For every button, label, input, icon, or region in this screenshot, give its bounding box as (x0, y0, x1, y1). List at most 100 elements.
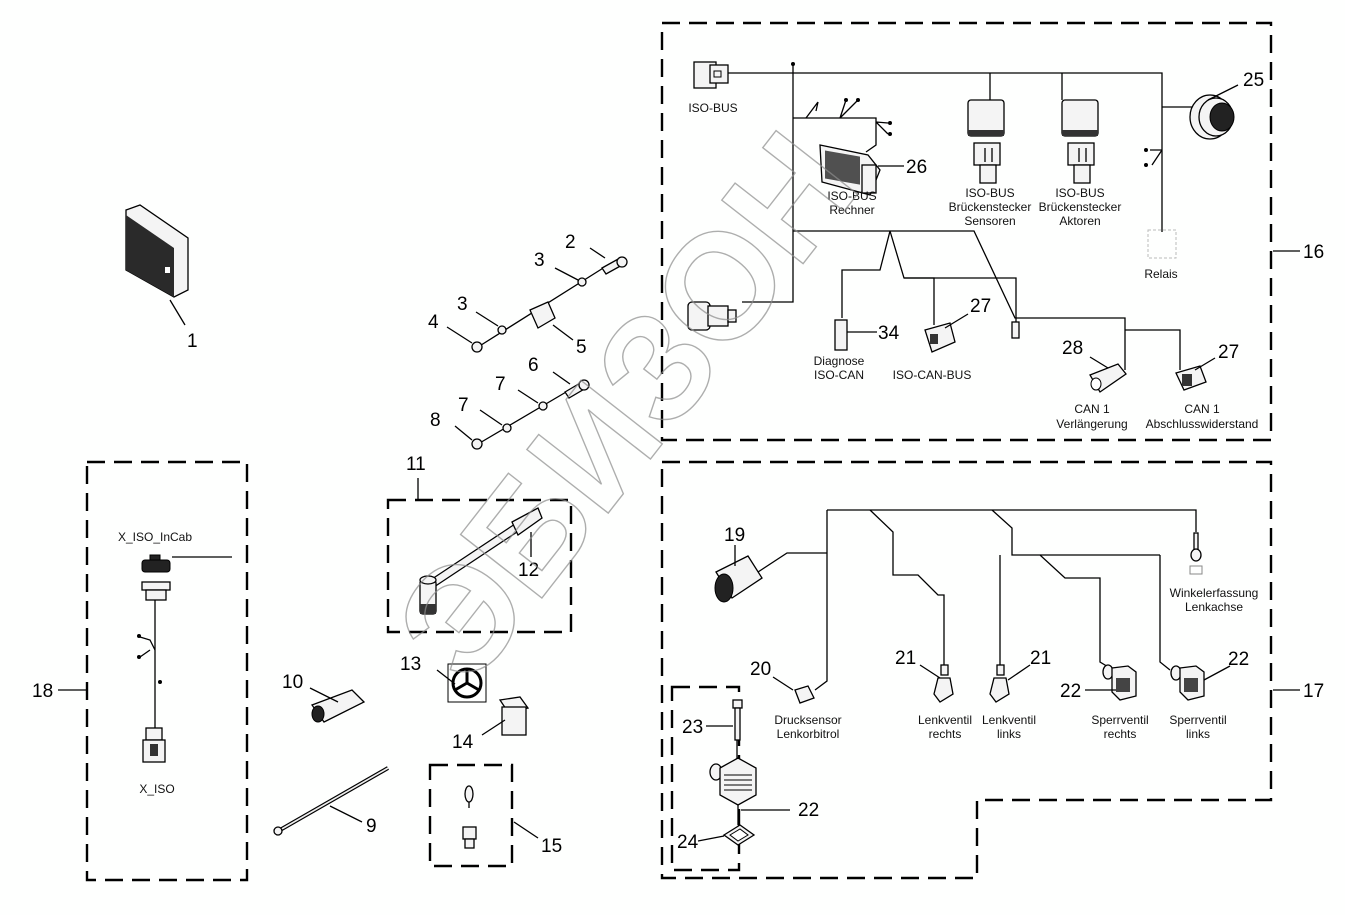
lock-valve-left-label-2: links (1186, 727, 1210, 741)
isobus-wiring (728, 62, 1195, 370)
bridge-sensors-label-3: Sensoren (964, 214, 1015, 228)
plug-connector-icon (310, 689, 366, 723)
mounting-hardware-2 (471, 379, 590, 450)
callout-7-a: 7 (495, 374, 506, 395)
callout-7-b: 7 (458, 395, 469, 416)
group-box-16 (660, 21, 1273, 442)
group-box-15 (428, 763, 514, 868)
callout-28: 28 (1062, 338, 1083, 359)
callout-8: 8 (430, 410, 441, 431)
callout-11: 11 (406, 454, 426, 475)
steering-wiring (757, 509, 1197, 691)
diagnose-isocan-plug-icon (834, 319, 848, 351)
bridge-sensors-label-1: ISO-BUS (965, 186, 1014, 200)
isobus-computer-icon (819, 144, 881, 196)
steering-valve-right-label-1: Lenkventil (918, 713, 972, 727)
callout-22-c: 22 (798, 800, 819, 821)
isocanbus-end-icon (1011, 321, 1020, 339)
bridge-sensors-label-2: Brückenstecker (949, 200, 1032, 214)
angle-sensor-label-2: Lenkachse (1185, 600, 1243, 614)
isobus-computer-label-1: ISO-BUS (827, 189, 876, 203)
fuse-icon (464, 785, 474, 808)
bridge-actuators-label-2: Brückenstecker (1039, 200, 1122, 214)
callout-16: 16 (1303, 242, 1324, 263)
callout-9: 9 (366, 816, 377, 837)
angle-sensor-icon (1189, 532, 1203, 575)
callout-27-b: 27 (1218, 342, 1239, 363)
group-box-18 (85, 460, 249, 882)
x-iso-incab-label: X_ISO_InCab (118, 530, 192, 544)
can-extension-icon (1089, 363, 1127, 393)
pressure-sensor-label-2: Lenkorbitrol (777, 727, 840, 741)
can-extension-label-1: CAN 1 (1074, 402, 1110, 416)
mounting-hardware-relay (471, 256, 628, 353)
lock-valve-right-plug-icon (1102, 664, 1137, 701)
bridge-actuators-label-1: ISO-BUS (1055, 186, 1104, 200)
callout-26: 26 (906, 157, 927, 178)
callout-15: 15 (541, 836, 562, 857)
diagnostic-socket-icon (687, 301, 737, 331)
callout-2: 2 (565, 232, 576, 253)
callout-10: 10 (282, 672, 303, 693)
callout-19: 19 (724, 525, 745, 546)
relay-icon (1147, 229, 1177, 259)
can-extension-label-2: Verlängerung (1056, 417, 1127, 431)
switch-icon (498, 696, 530, 736)
angle-sensor-label-1: Winkelerfassung (1170, 586, 1259, 600)
control-unit-icon (125, 204, 189, 298)
bridge-actuators-label-3: Aktoren (1059, 214, 1100, 228)
valve-plug-kit-icon (709, 699, 757, 846)
callout-13: 13 (400, 654, 421, 675)
steering-valve-left-plug-icon (989, 664, 1010, 703)
callout-21-a: 21 (895, 648, 916, 669)
x-iso-label: X_ISO (139, 782, 174, 796)
callout-20: 20 (750, 659, 771, 680)
isobus-label: ISO-BUS (688, 101, 737, 115)
bridge-plug-actuators-icon (1061, 99, 1099, 184)
watermark: ЭБИЗОН (362, 102, 889, 711)
pressure-sensor-plug-icon (794, 685, 815, 704)
callout-14: 14 (452, 732, 474, 753)
isobus-connector-icon (693, 61, 729, 89)
callout-18: 18 (32, 681, 53, 702)
lock-valve-left-plug-icon (1170, 665, 1205, 701)
callout-17: 17 (1303, 681, 1324, 702)
group-box-11 (386, 498, 573, 634)
diagnose-label-1: Diagnose (814, 354, 865, 368)
callout-3-b: 3 (457, 294, 468, 315)
can-terminator-icon (1175, 365, 1207, 391)
callout-4: 4 (428, 312, 439, 333)
leader-15 (513, 821, 539, 839)
round-connector-icon (1189, 94, 1235, 140)
bridge-plug-sensors-icon (967, 99, 1005, 184)
callout-24: 24 (677, 832, 699, 853)
isocanbus-connector-icon (924, 322, 956, 353)
can-terminator-label-1: CAN 1 (1184, 402, 1220, 416)
isocanbus-label: ISO-CAN-BUS (893, 368, 972, 382)
callout-6: 6 (528, 355, 539, 376)
round-plug-19-icon (714, 555, 763, 603)
watermark-text: ЭБИЗОН (363, 102, 889, 709)
adapter-cable-icon (419, 507, 543, 615)
cable-tie-icon (273, 766, 389, 836)
isobus-computer-label-2: Rechner (829, 203, 874, 217)
callout-12: 12 (518, 560, 539, 581)
mini-relay-icon (462, 826, 477, 849)
diagnose-label-2: ISO-CAN (814, 368, 864, 382)
callout-25: 25 (1243, 70, 1264, 91)
lock-valve-left-label-1: Sperrventil (1169, 713, 1226, 727)
callout-34: 34 (878, 323, 900, 344)
steering-valve-right-plug-icon (933, 664, 954, 703)
callout-1: 1 (187, 331, 198, 352)
callout-22-b: 22 (1228, 649, 1249, 670)
group-box-22 (670, 685, 741, 872)
callout-23: 23 (682, 717, 703, 738)
steering-valve-left-label-2: links (997, 727, 1021, 741)
lock-valve-right-label-1: Sperrventil (1091, 713, 1148, 727)
group-box-17 (660, 460, 1273, 880)
pressure-sensor-label-1: Drucksensor (774, 713, 841, 727)
callout-3-a: 3 (534, 250, 545, 271)
callout-27-a: 27 (970, 296, 991, 317)
